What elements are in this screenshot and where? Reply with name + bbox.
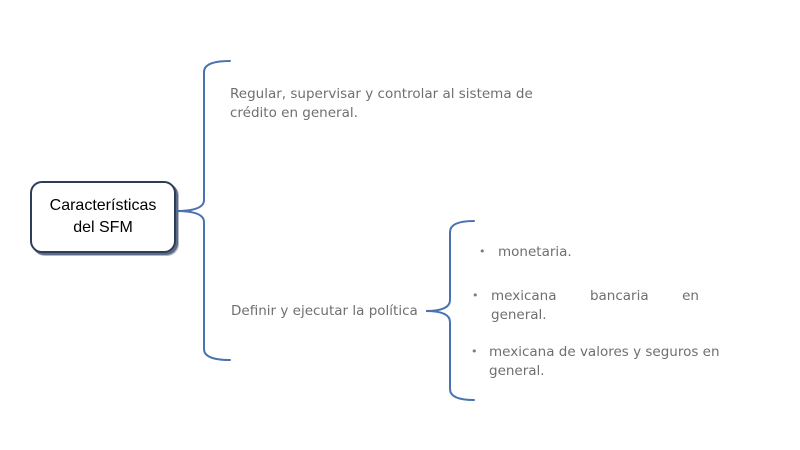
branch-top-line2: crédito en general. [230, 105, 358, 121]
sub-item-2-bullet: • [472, 289, 479, 302]
sub-item-2-word3: en [682, 288, 699, 304]
root-node-line1: Características [49, 197, 157, 214]
root-node-line2: del SFM [73, 219, 133, 236]
root-node: Características del SFM [30, 181, 176, 253]
sub-item-2-line1: mexicana bancaria en [491, 287, 699, 305]
sub-brace [425, 220, 475, 401]
sub-item-1-bullet: • [479, 245, 486, 258]
branch-top-line1: Regular, supervisar y controlar al siste… [230, 86, 533, 102]
main-brace [175, 60, 231, 361]
sub-item-3-line2: general. [489, 363, 545, 379]
sub-item-3-bullet: • [471, 345, 478, 358]
sub-item-3-line1: mexicana de valores y seguros en [489, 344, 720, 360]
branch-bottom-label: Definir y ejecutar la política [231, 303, 418, 319]
sub-item-2-word2: bancaria [589, 288, 649, 304]
sub-item-2-word1: mexicana [491, 288, 557, 304]
sub-item-1-text: monetaria. [498, 244, 572, 260]
sub-item-2-line2: general. [491, 307, 547, 323]
